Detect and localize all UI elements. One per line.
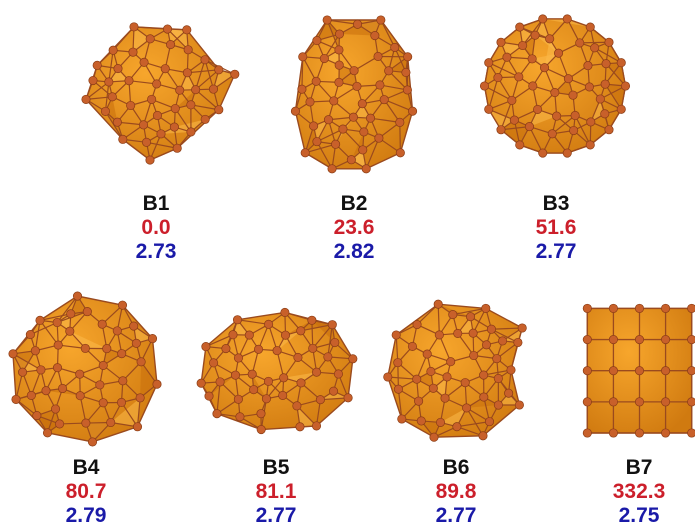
relative-energy: 23.6 xyxy=(294,216,414,240)
structure-name: B5 xyxy=(216,456,336,480)
cluster-b1-svg xyxy=(78,18,238,166)
relative-energy: 80.7 xyxy=(26,480,146,504)
label-b1: B1 0.0 2.73 xyxy=(96,192,216,264)
cluster-b7-svg xyxy=(584,300,695,440)
cluster-b5-structure xyxy=(198,310,356,432)
label-b5: B5 81.1 2.77 xyxy=(216,456,336,528)
structure-name: B6 xyxy=(396,456,516,480)
bond-distance: 2.77 xyxy=(496,240,616,264)
structure-name: B7 xyxy=(579,456,695,480)
cluster-b4-svg xyxy=(10,293,160,445)
cluster-b4-structure xyxy=(10,293,160,445)
cluster-b6-structure xyxy=(385,300,525,440)
cluster-b2-svg xyxy=(293,12,415,172)
relative-energy: 51.6 xyxy=(496,216,616,240)
relative-energy: 332.3 xyxy=(579,480,695,504)
cluster-b7-structure xyxy=(584,300,695,440)
cluster-b3-svg xyxy=(480,12,630,160)
structure-name: B2 xyxy=(294,192,414,216)
relative-energy: 89.8 xyxy=(396,480,516,504)
bond-distance: 2.77 xyxy=(216,504,336,528)
cluster-b3-structure xyxy=(480,12,630,160)
label-b3: B3 51.6 2.77 xyxy=(496,192,616,264)
label-b4: B4 80.7 2.79 xyxy=(26,456,146,528)
bond-distance: 2.73 xyxy=(96,240,216,264)
structure-name: B1 xyxy=(96,192,216,216)
cluster-b5-svg xyxy=(198,310,356,432)
label-b2: B2 23.6 2.82 xyxy=(294,192,414,264)
bond-distance: 2.77 xyxy=(396,504,516,528)
bond-distance: 2.82 xyxy=(294,240,414,264)
cluster-b6-svg xyxy=(385,300,525,440)
structure-name: B3 xyxy=(496,192,616,216)
relative-energy: 81.1 xyxy=(216,480,336,504)
bond-distance: 2.75 xyxy=(579,504,695,528)
cluster-b2-structure xyxy=(293,12,415,172)
structure-name: B4 xyxy=(26,456,146,480)
relative-energy: 0.0 xyxy=(96,216,216,240)
cluster-b1-structure xyxy=(78,18,238,166)
label-b7: B7 332.3 2.75 xyxy=(579,456,695,528)
label-b6: B6 89.8 2.77 xyxy=(396,456,516,528)
bond-distance: 2.79 xyxy=(26,504,146,528)
